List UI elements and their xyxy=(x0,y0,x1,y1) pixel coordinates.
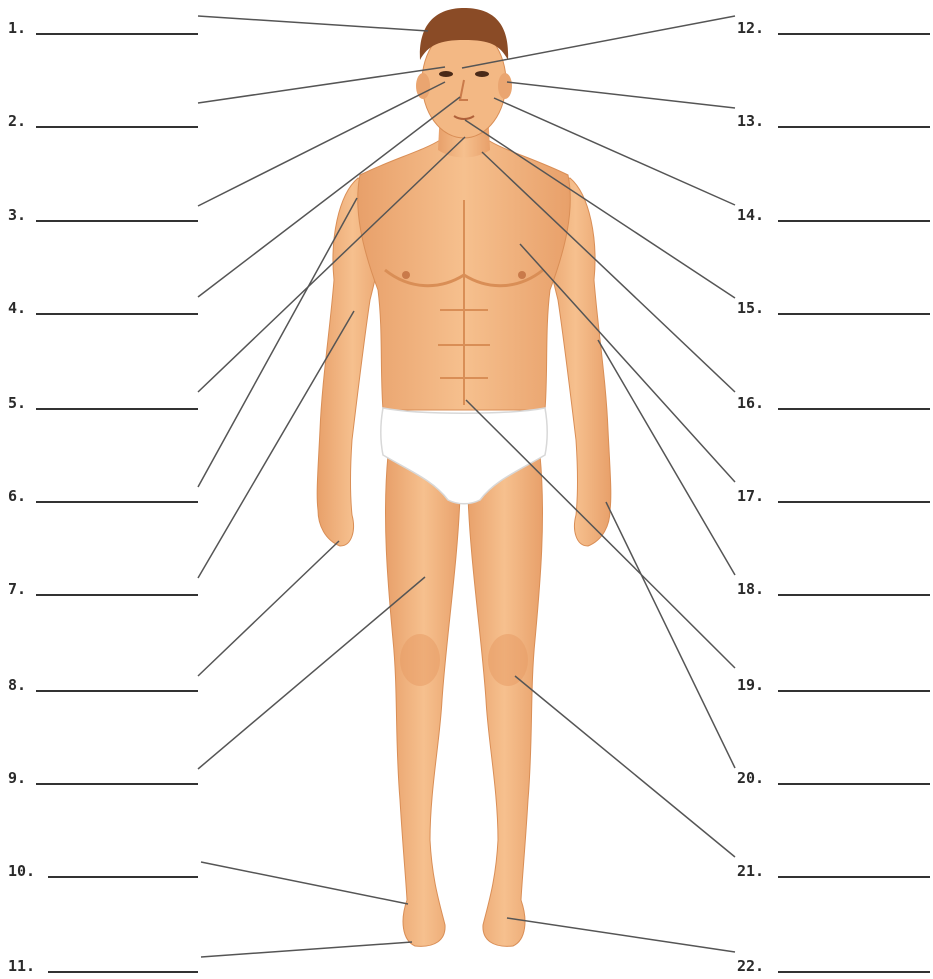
label-number: 21. xyxy=(737,862,764,880)
label-number: 12. xyxy=(737,19,764,37)
left-labels: 1. 2. 3. 4. 5. 6. 7. 8. 9. 10. 11. xyxy=(8,19,198,975)
label-number: 7. xyxy=(8,580,26,598)
left-leg xyxy=(385,455,462,946)
label-number: 2. xyxy=(8,112,26,130)
right-leg xyxy=(466,455,543,946)
right-labels: 12. 13. 14. 15. 16. 17. 18. 19. 20. 21. … xyxy=(737,19,930,975)
right-knee-shade xyxy=(488,634,528,686)
label-number: 22. xyxy=(737,957,764,975)
label-number: 14. xyxy=(737,206,764,224)
leader-11 xyxy=(201,942,412,957)
leader-2 xyxy=(198,67,445,103)
leader-8 xyxy=(198,541,339,676)
label-number: 17. xyxy=(737,487,764,505)
label-number: 13. xyxy=(737,112,764,130)
label-number: 11. xyxy=(8,957,35,975)
leader-1 xyxy=(198,16,428,31)
right-ear xyxy=(498,73,512,99)
leader-9 xyxy=(198,577,425,769)
right-eye xyxy=(475,71,489,77)
label-number: 1. xyxy=(8,19,26,37)
left-nipple xyxy=(402,271,410,279)
label-number: 9. xyxy=(8,769,26,787)
label-number: 18. xyxy=(737,580,764,598)
right-nipple xyxy=(518,271,526,279)
label-number: 15. xyxy=(737,299,764,317)
label-number: 20. xyxy=(737,769,764,787)
label-number: 5. xyxy=(8,394,26,412)
leader-18 xyxy=(598,340,735,575)
label-number: 10. xyxy=(8,862,35,880)
leader-22 xyxy=(507,918,735,952)
label-number: 16. xyxy=(737,394,764,412)
leader-10 xyxy=(201,862,408,904)
left-knee-shade xyxy=(400,634,440,686)
label-number: 4. xyxy=(8,299,26,317)
leader-13 xyxy=(507,82,735,108)
label-number: 8. xyxy=(8,676,26,694)
label-number: 19. xyxy=(737,676,764,694)
left-eye xyxy=(439,71,453,77)
human-figure xyxy=(317,8,611,946)
leader-17 xyxy=(520,244,735,482)
label-number: 3. xyxy=(8,206,26,224)
label-number: 6. xyxy=(8,487,26,505)
leader-21 xyxy=(515,676,735,857)
